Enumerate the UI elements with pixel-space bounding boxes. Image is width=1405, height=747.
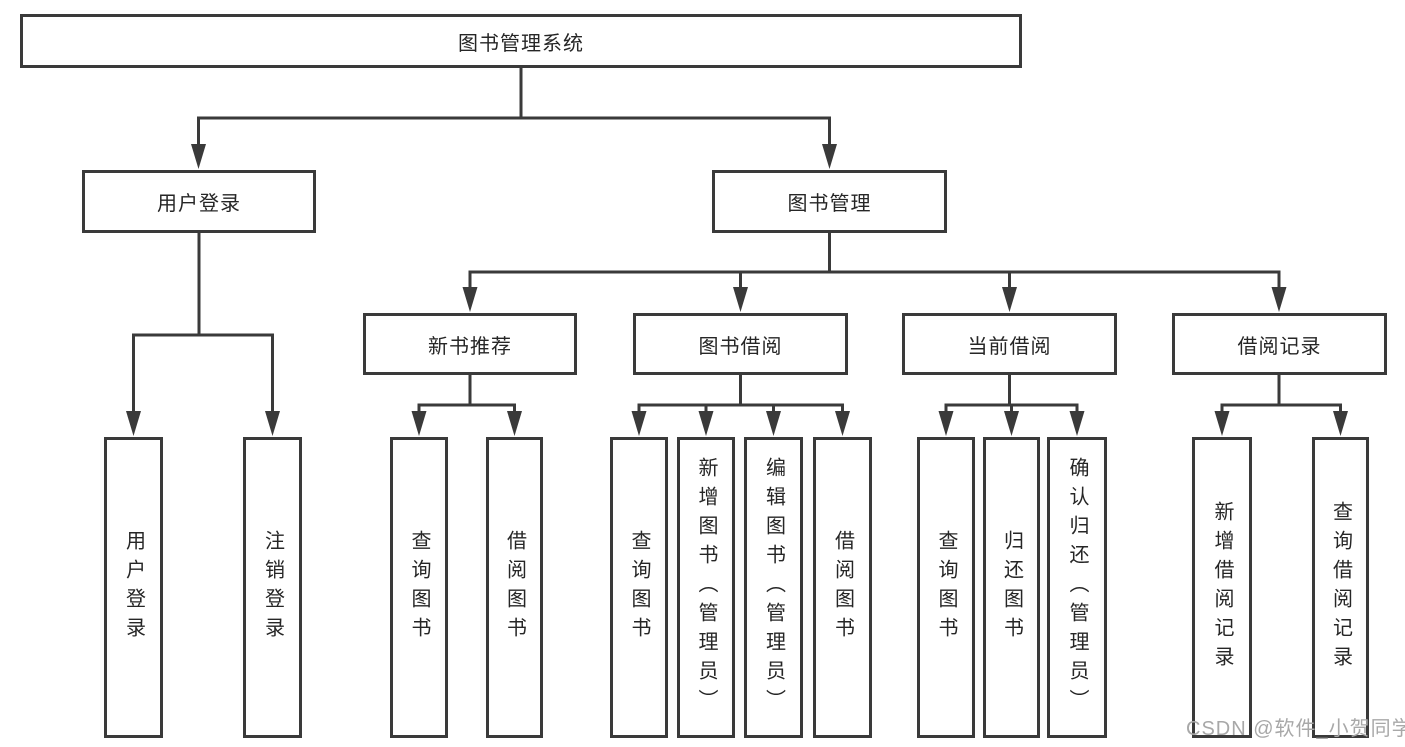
node-current-borrow: 当前借阅 xyxy=(902,313,1117,375)
leaf-query-borrow-record: 查询借阅记录 xyxy=(1312,437,1369,738)
leaf-return-book: 归还图书 xyxy=(983,437,1040,738)
node-book-borrow: 图书借阅 xyxy=(633,313,848,375)
node-library-system: 图书管理系统 xyxy=(20,14,1022,68)
leaf-logout-login: 注销登录 xyxy=(243,437,302,738)
node-user-login: 用户登录 xyxy=(82,170,316,233)
leaf-borrow-books-2: 借阅图书 xyxy=(813,437,872,738)
leaf-query-books-3: 查询图书 xyxy=(917,437,975,738)
node-book-management: 图书管理 xyxy=(712,170,947,233)
node-borrow-records: 借阅记录 xyxy=(1172,313,1387,375)
leaf-add-book-admin: 新增图书（管理员） xyxy=(677,437,735,738)
leaf-confirm-return-admin: 确认归还（管理员） xyxy=(1047,437,1107,738)
leaf-user-login: 用户登录 xyxy=(104,437,163,738)
leaf-borrow-books-1: 借阅图书 xyxy=(486,437,543,738)
node-new-book-recommend: 新书推荐 xyxy=(363,313,577,375)
leaf-edit-book-admin: 编辑图书（管理员） xyxy=(744,437,803,738)
watermark: CSDN @软件_小贺同学 xyxy=(1186,718,1405,740)
arrowheads xyxy=(126,144,1348,436)
leaf-add-borrow-record: 新增借阅记录 xyxy=(1192,437,1252,738)
leaf-query-books-2: 查询图书 xyxy=(610,437,668,738)
leaf-query-books-1: 查询图书 xyxy=(390,437,448,738)
